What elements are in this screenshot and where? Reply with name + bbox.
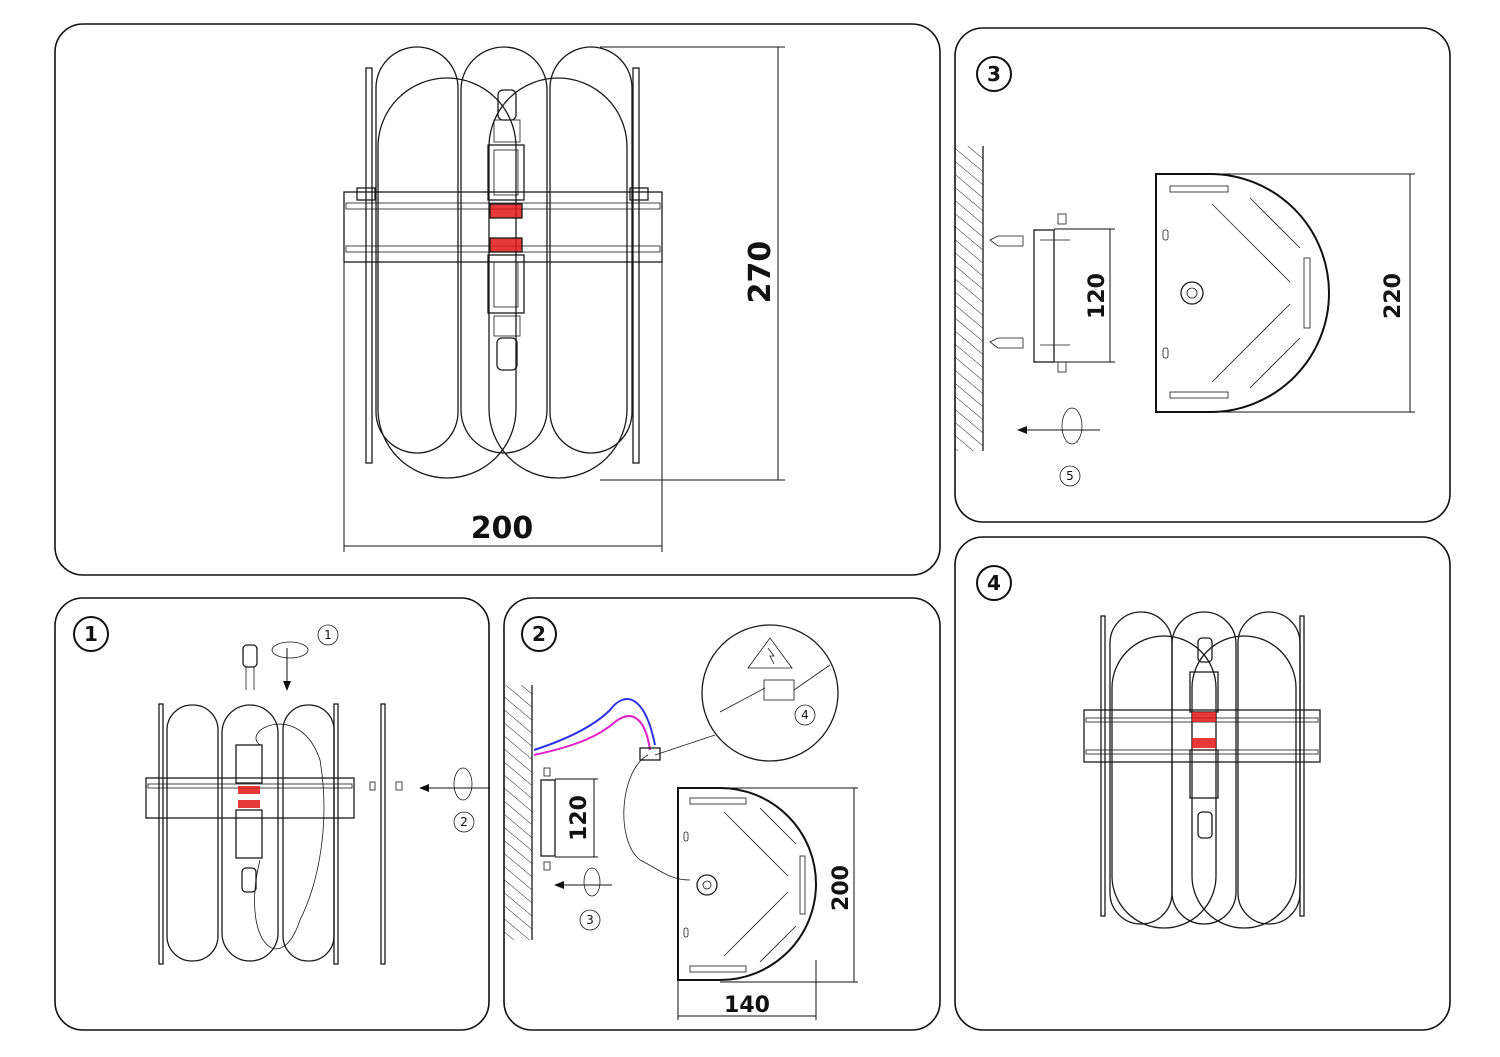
canopy-plate	[1155, 173, 1330, 413]
step2-badge: 2	[532, 622, 546, 646]
step4-badge-circle	[976, 565, 1012, 601]
wall-hatch	[504, 685, 533, 940]
step3-height-dimension: 220	[1381, 273, 1406, 319]
rotate-arrow-icon	[554, 867, 612, 897]
rotate-arrow-icon	[1017, 407, 1100, 445]
lamp-cable	[623, 754, 691, 881]
step3-substep-5: 5	[1066, 469, 1074, 483]
main-height-dimension: 270	[743, 241, 778, 304]
push-arrow-icon	[419, 767, 490, 801]
main-dimension-lines	[343, 46, 785, 552]
step2-width-dimension: 140	[724, 993, 770, 1018]
main-view-panel	[54, 23, 941, 576]
step4-panel	[954, 536, 1451, 1031]
rotate-arrow-icon	[271, 641, 309, 691]
step1-badge-circle	[73, 616, 109, 652]
sub-step-badge	[453, 811, 475, 833]
sub-step-badge	[579, 909, 601, 931]
step3-bracket-dimension: 120	[1085, 273, 1110, 319]
lamp-assembled-view	[1083, 611, 1321, 929]
warning-icon	[747, 637, 793, 669]
wall-hatch	[955, 146, 984, 451]
sub-step-badge	[317, 624, 339, 646]
main-width-dimension: 200	[471, 511, 534, 546]
step3-badge-circle	[976, 56, 1012, 92]
step2-badge-circle	[521, 616, 557, 652]
terminal-block	[639, 747, 661, 761]
blue-wire	[533, 698, 656, 751]
mounting-bracket	[540, 779, 556, 857]
step2-substep-4: 4	[801, 708, 809, 722]
step4-badge: 4	[987, 571, 1001, 595]
sub-step-badge	[1059, 465, 1081, 487]
step1-substep-1: 1	[324, 628, 332, 642]
step2-bracket-dimension: 120	[567, 795, 592, 841]
step1-badge: 1	[84, 622, 98, 646]
canopy-plate	[677, 787, 817, 981]
step1-panel	[54, 597, 490, 1031]
detail-magnifier	[701, 624, 839, 762]
mounting-bracket	[1033, 229, 1055, 363]
lamp-disassembled-view	[145, 703, 403, 965]
wall-plug-icon	[989, 235, 1024, 247]
magenta-wire	[533, 715, 651, 756]
step1-substep-2: 2	[460, 815, 468, 829]
step2-height-dimension: 200	[829, 865, 854, 911]
lamp-front-view	[343, 46, 663, 479]
sub-step-badge	[794, 704, 816, 726]
step3-panel	[954, 27, 1451, 523]
step3-badge: 3	[987, 62, 1001, 86]
step2-substep-3: 3	[586, 913, 594, 927]
wall-plug-icon	[989, 337, 1024, 349]
bulb-icon	[242, 644, 258, 690]
